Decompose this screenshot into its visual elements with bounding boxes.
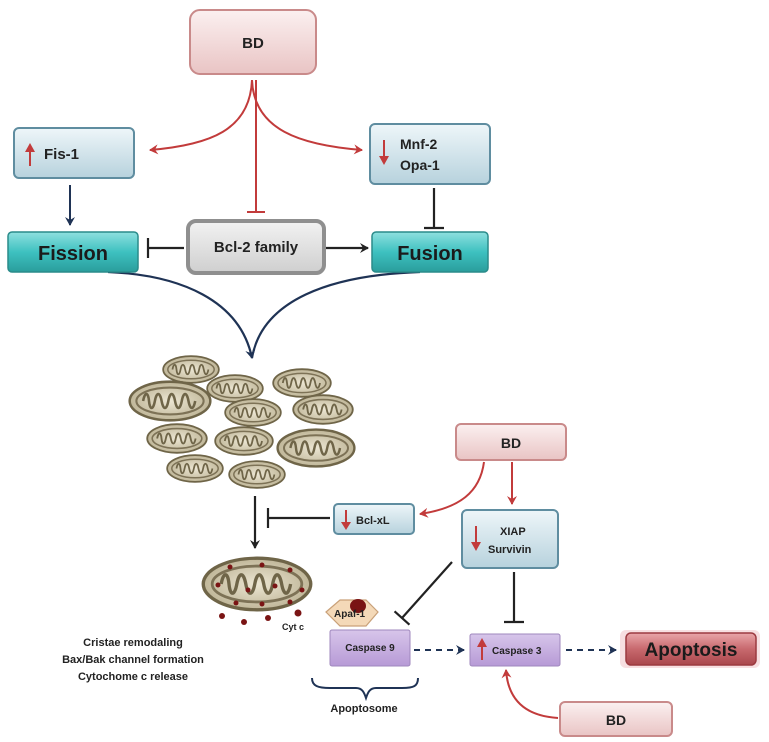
- xiap-label: XIAP: [500, 526, 526, 538]
- note-cristae: Cristae remodaling: [83, 637, 183, 649]
- opa1-label: Opa-1: [400, 157, 440, 173]
- note-cytc-release: Cytochome c release: [78, 671, 188, 683]
- bd-bottom-box: BD: [559, 701, 673, 737]
- cytc-label: Cyt c: [282, 622, 304, 632]
- arrow-bd-to-bclxl: [419, 461, 485, 518]
- mitochondrion-icon: [146, 423, 208, 454]
- bclxl-box: Bcl-xL: [333, 503, 415, 535]
- mnf2-opa1-box: Mnf-2 Opa-1: [369, 123, 491, 185]
- fusion-box: Fusion: [371, 231, 489, 273]
- mitochondrion-icon: [206, 374, 264, 403]
- bd-mid-label: BD: [501, 435, 521, 451]
- bd-top-label: BD: [242, 35, 264, 52]
- arrow-bd-to-caspase3: [501, 669, 559, 719]
- bd-mid-box: BD: [455, 423, 567, 461]
- caspase9-label: Caspase 9: [345, 643, 395, 654]
- down-arrow-icon: [471, 526, 481, 551]
- fusion-label: Fusion: [397, 243, 463, 265]
- mitochondrion-icon: [162, 355, 220, 384]
- arrow-fission-to-mito: [107, 270, 256, 359]
- fis1-box: Fis-1: [13, 127, 135, 179]
- down-arrow-icon: [379, 140, 389, 165]
- large-mitochondrion: Cyt c: [201, 556, 313, 632]
- apaf1-shape: Apaf-1: [325, 599, 379, 627]
- arrow-bd-to-mnf2: [251, 79, 363, 155]
- bd-top-box: BD: [189, 9, 317, 75]
- survivin-label: Survivin: [488, 544, 532, 556]
- mitochondrion-icon: [228, 460, 286, 489]
- up-arrow-icon: [25, 143, 35, 166]
- fis1-label: Fis-1: [44, 146, 79, 163]
- mitochondrial-events-notes: Cristae remodaling Bax/Bak channel forma…: [62, 637, 204, 683]
- mitochondrion-icon: [272, 368, 332, 398]
- bcl2-family-box: Bcl-2 family: [186, 219, 326, 275]
- caspase3-label: Caspase 3: [492, 646, 542, 657]
- mitochondrion-icon: [214, 426, 274, 456]
- mnf2-label: Mnf-2: [400, 136, 438, 152]
- cytochrome-c-dots: [215, 562, 305, 625]
- connectors-top: [65, 79, 444, 359]
- brace-icon: [311, 677, 419, 702]
- mitochondrion-icon: [166, 454, 224, 483]
- apaf1-label: Apaf-1: [334, 609, 366, 620]
- mitochondria-cluster: [128, 355, 356, 489]
- arrow-bd-to-fis1: [149, 79, 253, 155]
- cytochrome-c-bound: [350, 599, 366, 613]
- bd-bottom-label: BD: [606, 712, 626, 728]
- mitochondrion-icon: [224, 398, 282, 427]
- xiap-survivin-box: XIAP Survivin: [461, 509, 559, 569]
- mitochondrion-icon: [292, 394, 354, 425]
- apoptosis-label: Apoptosis: [645, 640, 738, 661]
- down-arrow-icon: [341, 510, 351, 530]
- note-baxbak: Bax/Bak channel formation: [62, 654, 204, 666]
- caspase3-box: Caspase 3: [469, 633, 561, 667]
- up-arrow-icon: [477, 638, 487, 660]
- connectors-bottom: [250, 461, 617, 719]
- arrow-fusion-to-mito: [250, 270, 421, 359]
- apoptosis-box: Apoptosis: [620, 630, 760, 668]
- apoptosome-label: Apoptosome: [330, 703, 397, 715]
- fission-box: Fission: [7, 231, 139, 273]
- mitochondrion-icon: [128, 380, 212, 422]
- bcl2-family-label: Bcl-2 family: [214, 239, 299, 256]
- mitochondrion-icon: [276, 428, 356, 468]
- bclxl-label: Bcl-xL: [356, 515, 390, 527]
- inhibit-xiap-to-caspase9: [393, 561, 453, 626]
- caspase9-box: Caspase 9: [329, 629, 411, 667]
- fission-label: Fission: [38, 243, 108, 265]
